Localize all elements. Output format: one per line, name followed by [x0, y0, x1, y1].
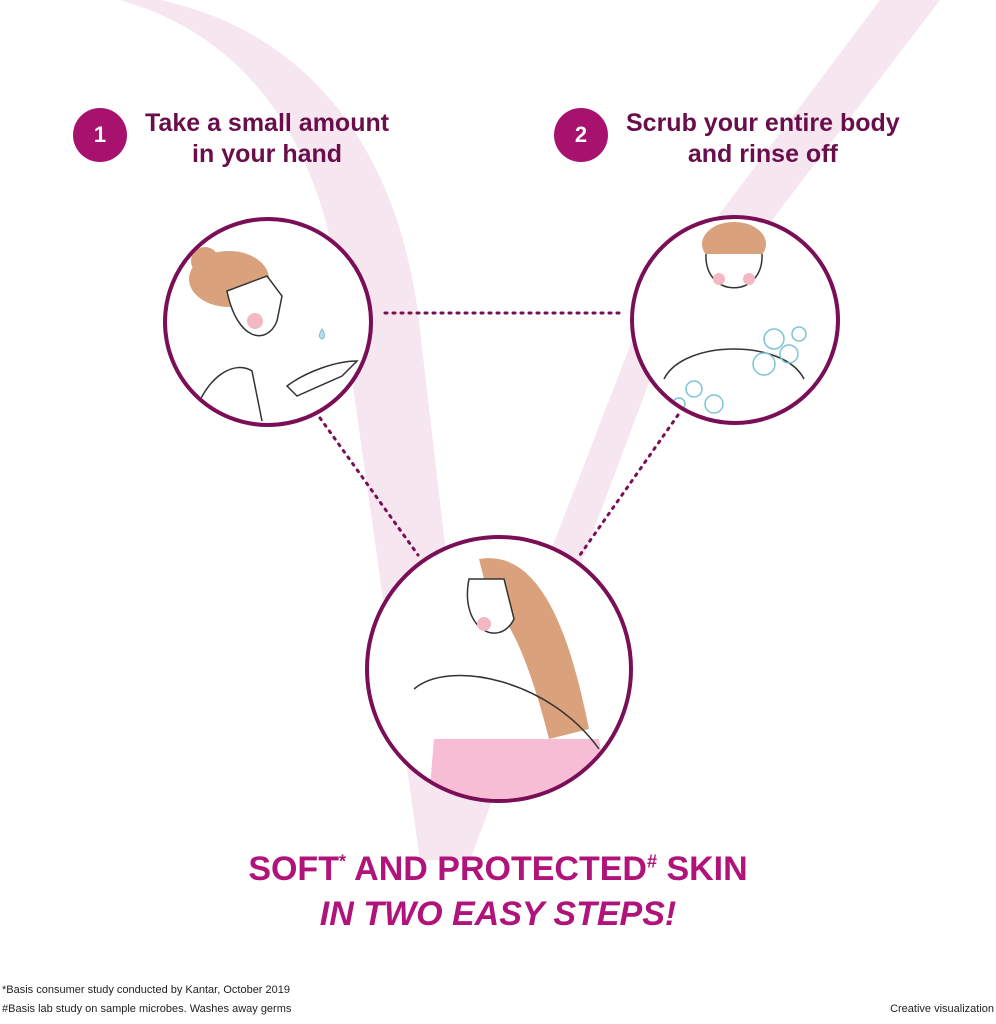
creative-visualization-note: Creative visualization — [890, 1003, 994, 1015]
step-1-text: Take a small amount in your hand — [145, 108, 389, 170]
step-number-badge: 1 — [73, 108, 127, 162]
step-number-badge: 2 — [554, 108, 608, 162]
step-text-line: and rinse off — [687, 140, 838, 168]
step-text-line: Take a small amount — [145, 109, 390, 137]
step-2-text: Scrub your entire body and rinse off — [626, 108, 900, 170]
footnote-1: *Basis consumer study conducted by Kanta… — [2, 984, 290, 996]
footnote-2: #Basis lab study on sample microbes. Was… — [2, 1003, 292, 1015]
headline-line-1: SOFT* AND PROTECTED# SKIN — [0, 850, 996, 889]
woman-holding-hand-illustration — [189, 247, 359, 422]
footnote-mark: * — [338, 851, 346, 872]
step-1: 1 Take a small amount in your hand — [73, 108, 389, 170]
step-text-line: in your hand — [192, 140, 343, 168]
footnote-mark: # — [646, 851, 657, 872]
step-text-line: Scrub your entire body — [626, 109, 900, 137]
illustration-scrub-circle — [630, 215, 840, 425]
illustration-result-circle — [365, 535, 633, 803]
woman-soft-skin-illustration — [413, 558, 609, 799]
illustration-hand-circle — [163, 217, 373, 427]
step-2: 2 Scrub your entire body and rinse off — [554, 108, 900, 170]
headline-skin: SKIN — [657, 850, 748, 888]
headline-soft: SOFT — [248, 850, 339, 888]
headline-line-2: IN TWO EASY STEPS! — [319, 895, 677, 933]
headline-protected: AND PROTECTED — [346, 850, 647, 888]
woman-scrubbing-illustration — [663, 222, 807, 414]
